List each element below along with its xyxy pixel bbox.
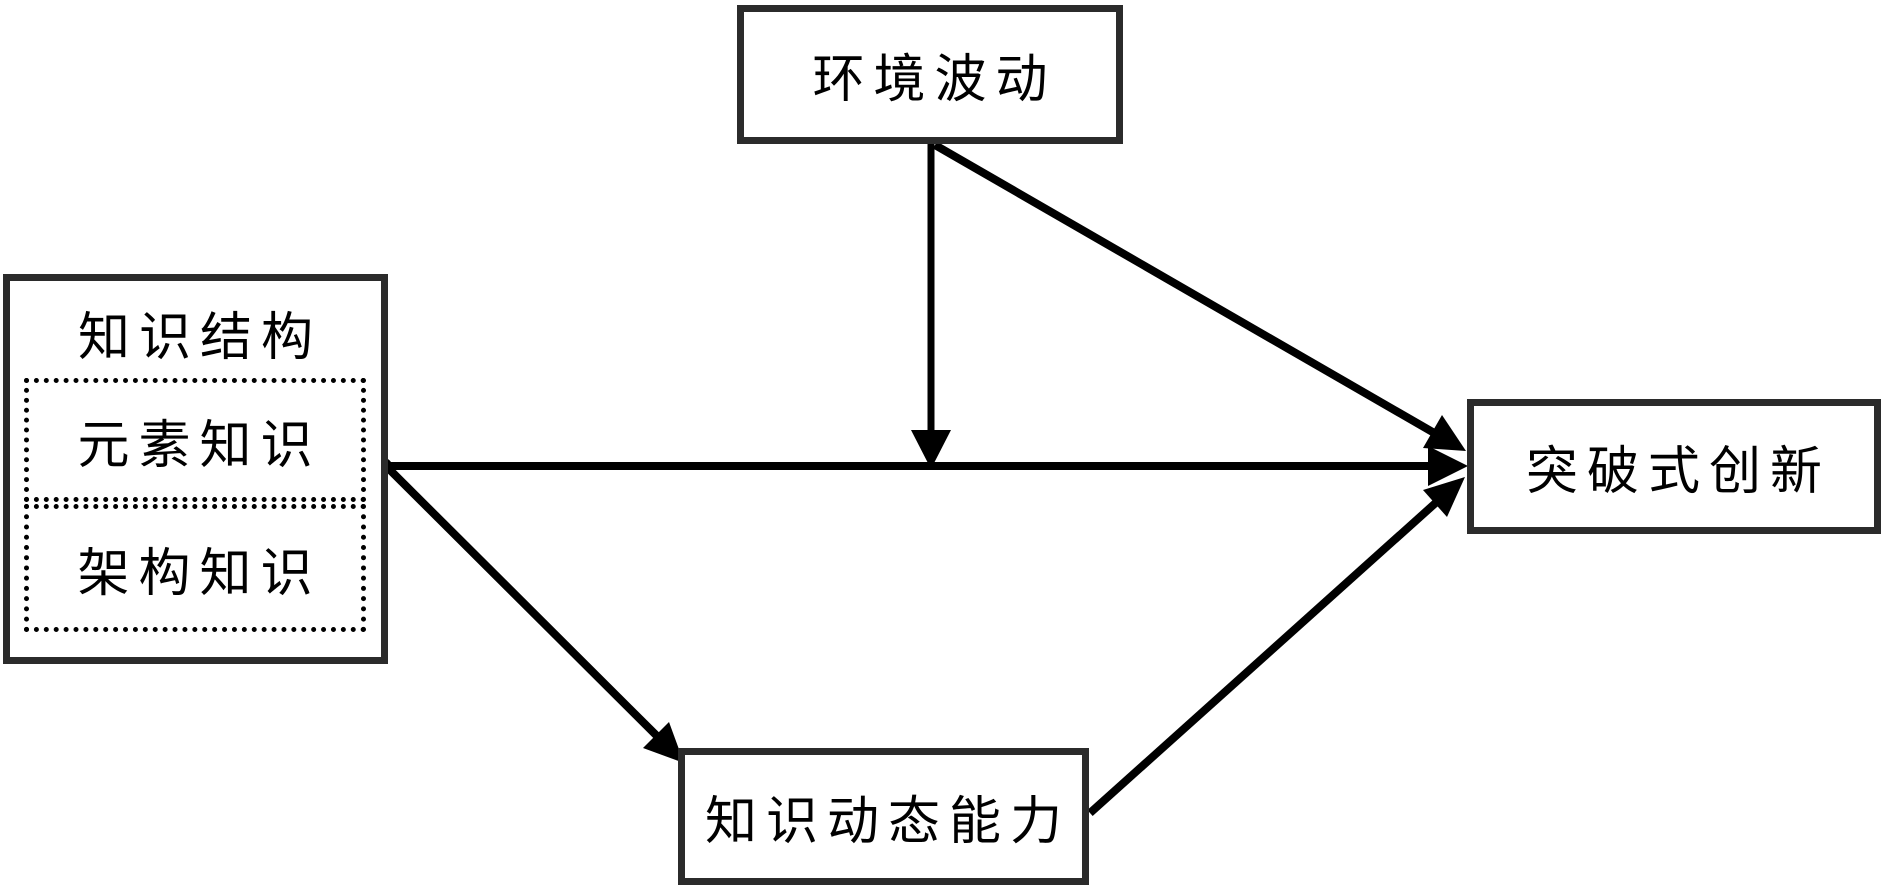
node-element-knowledge-label: 元素知识 <box>77 417 322 475</box>
node-architecture-knowledge-label: 架构知识 <box>77 545 322 603</box>
node-breakthrough-innovation-label: 突破式创新 <box>1525 444 1831 501</box>
arrow-dynamic-to-breakthrough <box>1087 477 1465 816</box>
node-architecture-knowledge: 架构知识 <box>24 504 366 632</box>
arrow-knowledge-to-dynamic <box>386 466 684 763</box>
arrow-environment-moderation <box>911 143 951 469</box>
node-environment-turbulence-label: 环境波动 <box>812 52 1057 109</box>
node-environment-turbulence: 环境波动 <box>737 5 1123 144</box>
node-element-knowledge: 元素知识 <box>24 378 366 502</box>
node-knowledge-dynamic-capability-label: 知识动态能力 <box>704 794 1071 851</box>
arrow-environment-to-breakthrough <box>933 141 1466 451</box>
node-knowledge-structure-label: 知识结构 <box>77 310 322 367</box>
node-knowledge-dynamic-capability: 知识动态能力 <box>678 748 1089 885</box>
arrow-knowledge-to-breakthrough <box>376 446 1468 486</box>
node-knowledge-structure: 知识结构 元素知识 架构知识 <box>3 274 388 664</box>
node-breakthrough-innovation: 突破式创新 <box>1467 399 1881 534</box>
